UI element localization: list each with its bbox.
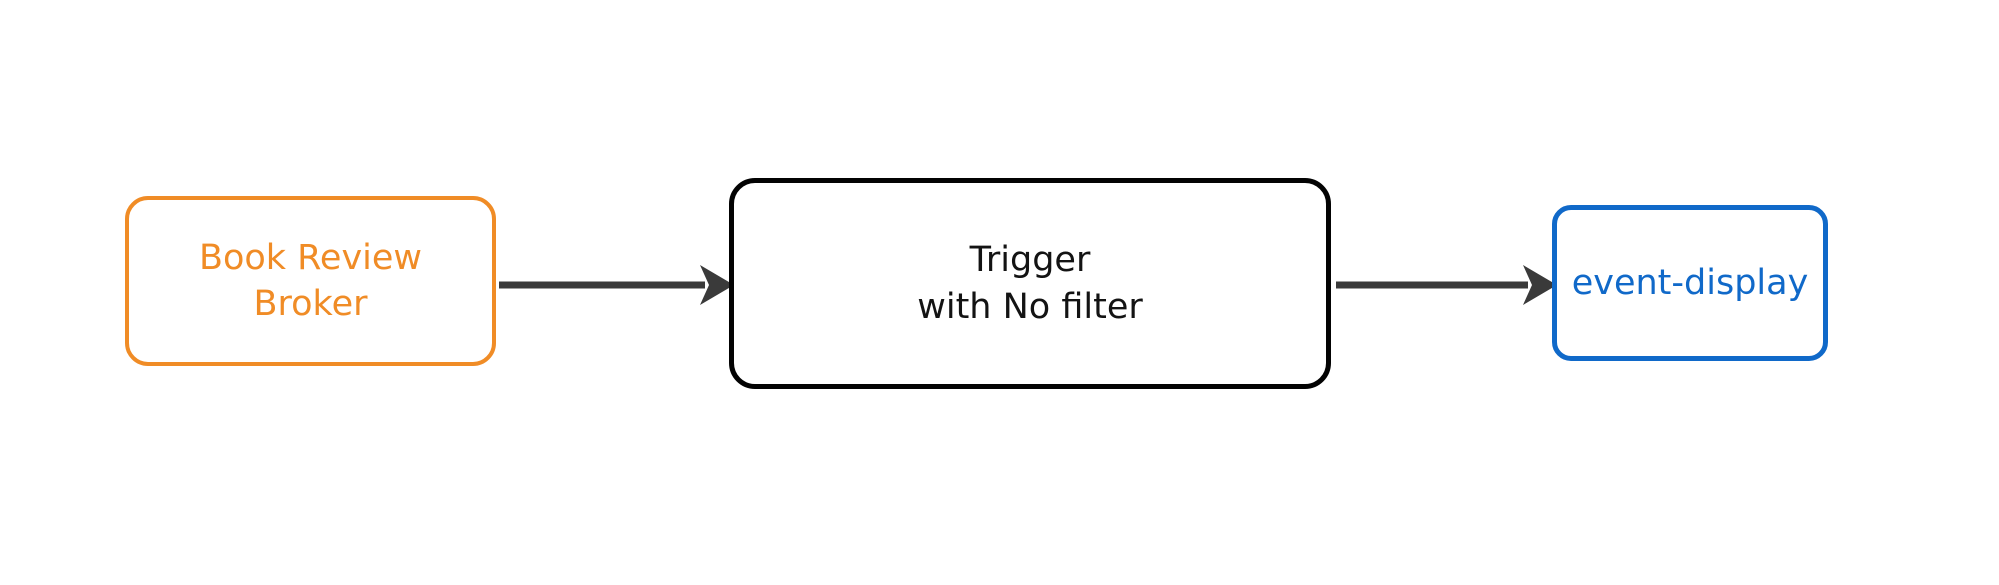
node-event-display-label: event-display bbox=[1571, 262, 1809, 303]
node-broker-label-line-2: Broker bbox=[253, 284, 368, 324]
node-broker-label-line-1: Book Review bbox=[198, 237, 423, 278]
edge-broker-to-trigger bbox=[497, 262, 735, 308]
arrow-right-icon bbox=[499, 265, 734, 305]
edge-trigger-to-event-display bbox=[1334, 262, 1558, 308]
node-event-display[interactable]: event-display bbox=[1552, 205, 1828, 361]
edge-arrowhead bbox=[700, 265, 734, 305]
node-book-review-broker[interactable]: Book Review Broker bbox=[125, 196, 496, 366]
edge-arrowhead bbox=[1523, 265, 1557, 305]
node-trigger-label-line-1: Trigger bbox=[969, 240, 1091, 281]
arrow-right-icon bbox=[1336, 265, 1557, 305]
node-trigger-label-line-2: with No filter bbox=[917, 286, 1143, 327]
node-trigger[interactable]: Trigger with No filter bbox=[729, 178, 1331, 389]
